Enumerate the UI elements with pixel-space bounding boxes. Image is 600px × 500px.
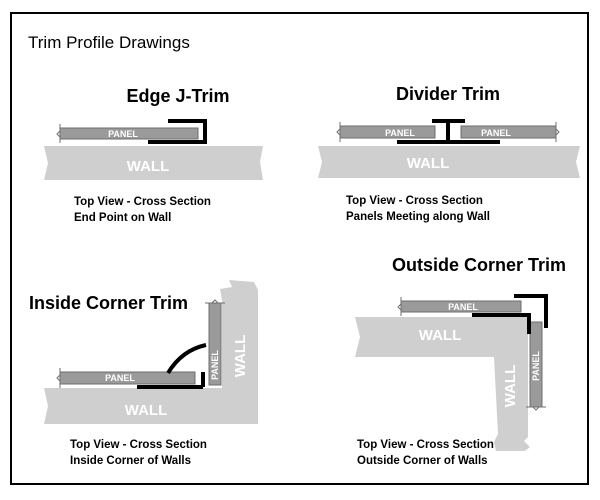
edge-j-trim-caption-2: End Point on Wall xyxy=(74,212,171,224)
divider-trim-panel-right-label: PANEL xyxy=(481,128,511,138)
outside-corner-trim-wall-v-label: WALL xyxy=(502,365,519,408)
divider-trim-caption-1: Top View - Cross Section xyxy=(346,195,483,207)
inside-corner-trim-wall-h-label: WALL xyxy=(125,402,168,419)
edge-j-trim-panel-break xyxy=(56,124,61,143)
outside-corner-trim-panel-horizontal xyxy=(400,300,522,313)
outside-corner-trim-wall xyxy=(355,317,530,451)
edge-j-trim-wall-label: WALL xyxy=(127,158,170,175)
divider-trim-panel-left xyxy=(339,125,436,139)
divider-trim-caption-2: Panels Meeting along Wall xyxy=(346,211,490,223)
divider-trim-wall xyxy=(318,146,580,178)
outside-corner-trim-title: Outside Corner Trim xyxy=(392,255,566,275)
inside-corner-trim-panel-horizontal xyxy=(59,371,196,385)
inside-corner-trim-title: Inside Corner Trim xyxy=(29,293,188,313)
outside-corner-trim-caption-2: Outside Corner of Walls xyxy=(357,455,488,467)
inside-corner-trim-panel-vertical xyxy=(208,302,222,386)
divider-trim-panel-left-label: PANEL xyxy=(385,128,415,138)
divider-trim-profile xyxy=(397,119,500,144)
edge-j-trim-wall xyxy=(44,146,263,180)
outside-corner-trim-panel-v-break xyxy=(526,406,546,411)
outside-corner-trim-panel-h-break xyxy=(397,297,402,316)
inside-corner-trim-panel-v-label: PANEL xyxy=(210,350,220,380)
inside-corner-trim-caption-2: Inside Corner of Walls xyxy=(70,455,191,467)
outside-corner-trim-panel-vertical xyxy=(529,321,543,408)
edge-j-trim-panel-label: PANEL xyxy=(108,129,138,139)
edge-j-trim-profile xyxy=(148,119,207,144)
inside-corner-trim-caption-1: Top View - Cross Section xyxy=(70,439,207,451)
divider-trim-panel-break-right xyxy=(555,122,560,142)
inside-corner-trim-panel-h-break xyxy=(56,368,61,388)
edge-j-trim-drawing: Edge J-Trim WALL PANEL Top View - Cross … xyxy=(44,86,263,224)
inside-corner-trim-wall xyxy=(44,280,258,424)
inside-corner-trim-wall-v-label: WALL xyxy=(232,335,249,378)
inside-corner-trim-drawing: Inside Corner Trim WALL WALL PANEL PANEL… xyxy=(29,280,258,467)
outside-corner-trim-drawing: Outside Corner Trim WALL WALL PANEL PANE… xyxy=(355,255,566,467)
divider-trim-panel-right xyxy=(460,125,557,139)
divider-trim-drawing: Divider Trim WALL PANEL PANEL Top View -… xyxy=(318,84,580,223)
inside-corner-trim-profile xyxy=(137,343,207,389)
edge-j-trim-caption-1: Top View - Cross Section xyxy=(74,196,211,208)
edge-j-trim-panel xyxy=(59,127,199,140)
outside-corner-trim-panel-h-label: PANEL xyxy=(448,302,478,312)
inside-corner-trim-panel-v-break xyxy=(205,299,225,304)
edge-j-trim-title: Edge J-Trim xyxy=(126,86,229,106)
outside-corner-trim-profile xyxy=(472,294,548,334)
divider-trim-panel-break-left xyxy=(336,122,341,142)
inside-corner-trim-panel-h-label: PANEL xyxy=(105,373,135,383)
outside-corner-trim-wall-h-label: WALL xyxy=(419,327,462,344)
outside-corner-trim-caption-1: Top View - Cross Section xyxy=(357,439,494,451)
divider-trim-wall-label: WALL xyxy=(407,155,450,172)
divider-trim-title: Divider Trim xyxy=(396,84,500,104)
outside-corner-trim-panel-v-label: PANEL xyxy=(531,351,541,381)
page-title: Trim Profile Drawings xyxy=(28,33,190,52)
